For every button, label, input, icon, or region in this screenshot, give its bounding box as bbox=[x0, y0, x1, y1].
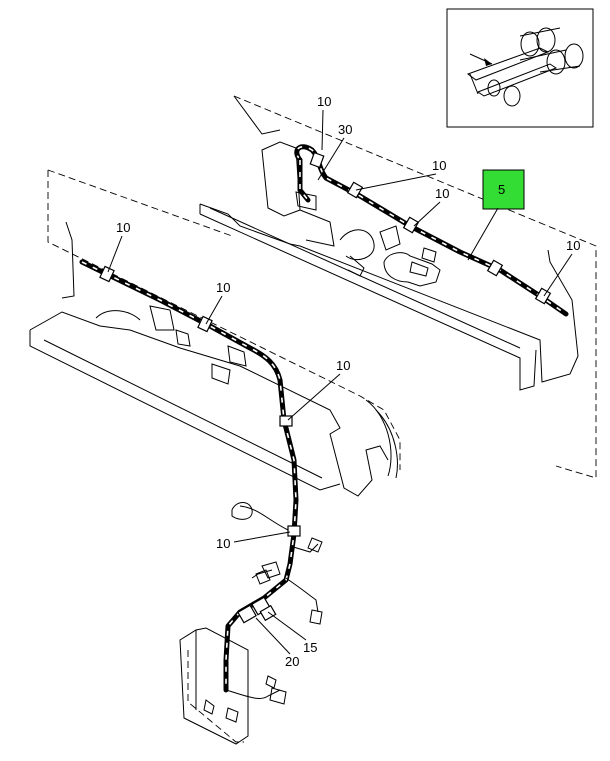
right-frame-rail bbox=[199, 95, 597, 479]
grommet bbox=[237, 604, 257, 624]
clamp bbox=[486, 259, 504, 277]
callout-10: 10 bbox=[116, 220, 130, 235]
truck-chassis-locator-icon bbox=[466, 27, 584, 107]
clamp bbox=[279, 415, 293, 427]
locator-inset bbox=[446, 8, 594, 128]
clamp bbox=[402, 216, 420, 234]
lower-bracket bbox=[179, 627, 287, 745]
callout-30: 30 bbox=[338, 122, 352, 137]
callout-20: 20 bbox=[285, 654, 299, 669]
callout-5: 5 bbox=[498, 182, 505, 197]
grommet bbox=[259, 604, 277, 622]
highlight-box bbox=[482, 169, 525, 210]
callout-10: 10 bbox=[216, 536, 230, 551]
left-frame-rail bbox=[29, 169, 401, 497]
callout-15: 15 bbox=[303, 640, 317, 655]
callout-10: 10 bbox=[566, 238, 580, 253]
callout-10: 10 bbox=[216, 280, 230, 295]
callout-10: 10 bbox=[317, 94, 331, 109]
inset-frame bbox=[446, 8, 594, 128]
upper-harness bbox=[294, 144, 569, 317]
clamp bbox=[346, 181, 364, 199]
callout-10: 10 bbox=[432, 158, 446, 173]
left-harness bbox=[79, 259, 323, 693]
clamp bbox=[287, 525, 301, 537]
callout-10: 10 bbox=[435, 186, 449, 201]
clamp bbox=[309, 151, 325, 169]
callouts: 10 30 10 10 5 10 10 10 10 10 15 20 bbox=[107, 94, 580, 669]
callout-10: 10 bbox=[336, 358, 350, 373]
